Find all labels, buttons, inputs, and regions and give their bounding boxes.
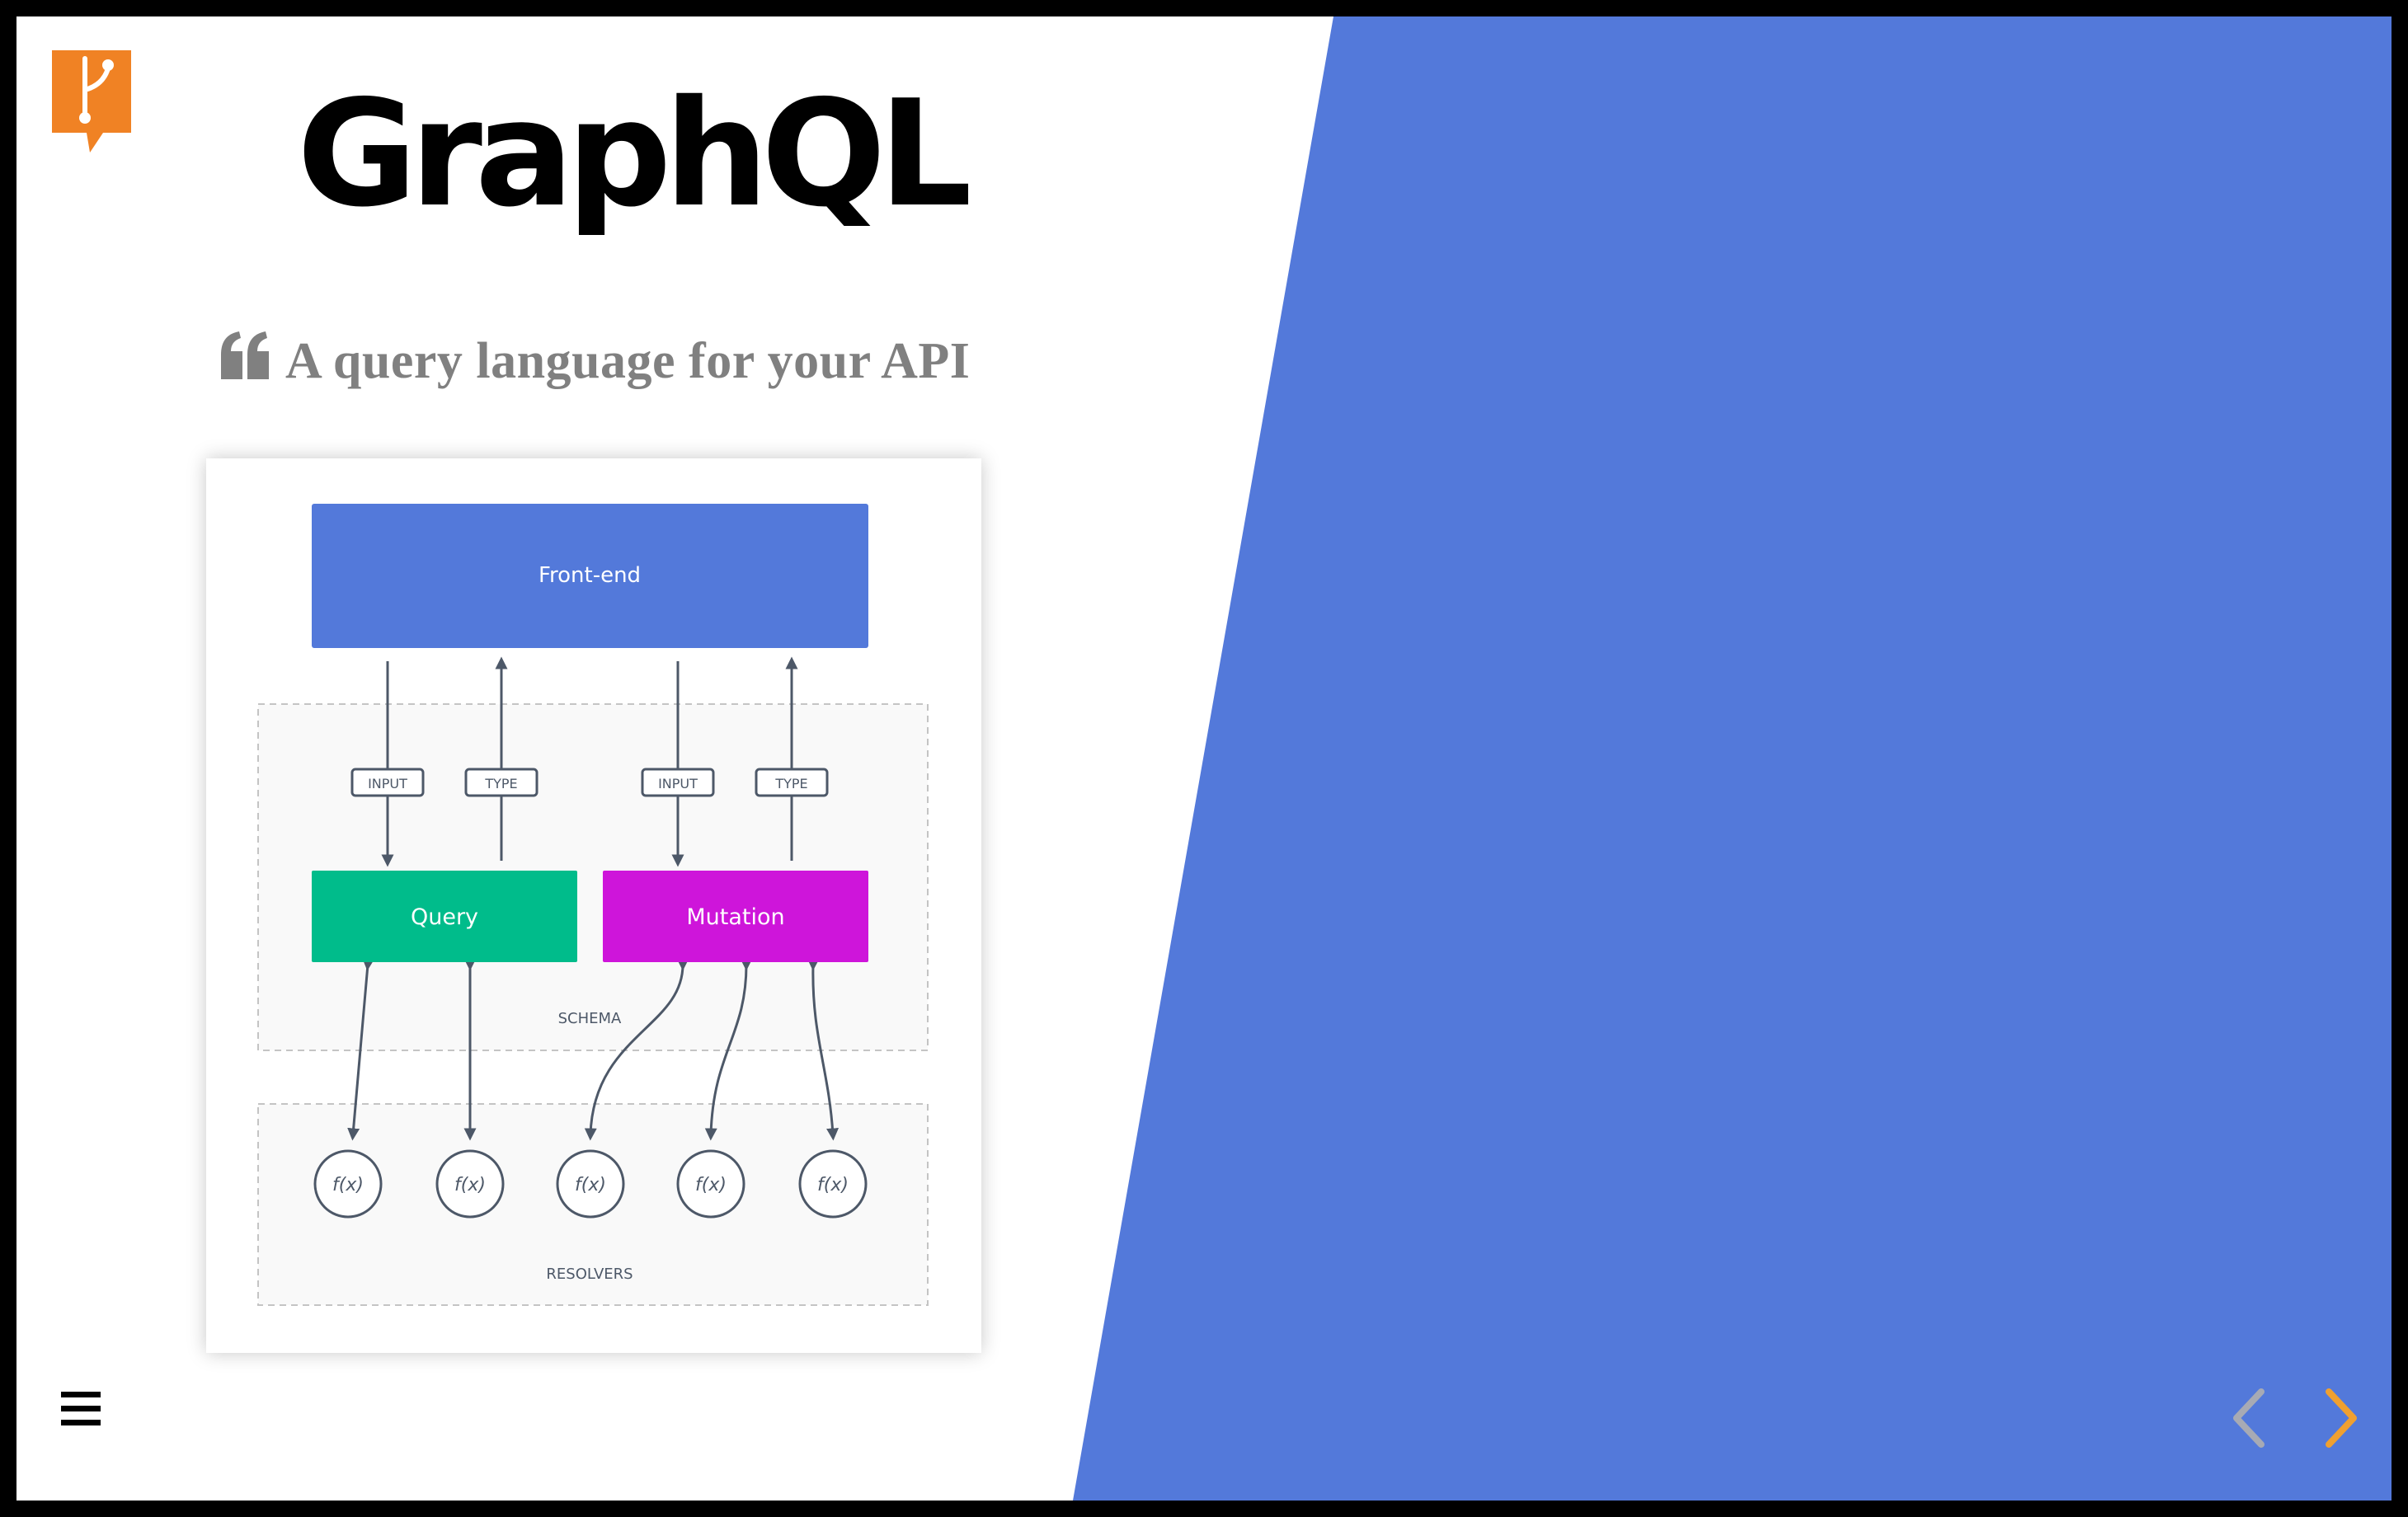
type-tag-1: TYPE xyxy=(484,776,517,791)
slide-title: GraphQL xyxy=(297,68,972,239)
resolver-node-5 xyxy=(798,1149,868,1219)
chevron-right-icon[interactable] xyxy=(2317,1385,2363,1451)
git-branch-logo-icon xyxy=(52,50,131,153)
frontend-label: Front-end xyxy=(539,563,641,588)
type-tag-2: TYPE xyxy=(774,776,807,791)
resolver-label-5: f(x) xyxy=(817,1175,849,1195)
schema-label: SCHEMA xyxy=(558,1010,622,1027)
graphql-diagram-card: Front-end INPUT TYPE INPUT xyxy=(206,458,981,1353)
mutation-box xyxy=(603,871,868,962)
resolver-node-1 xyxy=(313,1149,383,1219)
resolver-node-4 xyxy=(676,1149,745,1219)
io-tags: INPUT TYPE INPUT TYPE xyxy=(350,768,829,797)
resolver-label-3: f(x) xyxy=(575,1175,606,1195)
resolver-label-2: f(x) xyxy=(454,1175,486,1195)
input-tag-1: INPUT xyxy=(368,776,407,791)
chevron-left-icon[interactable] xyxy=(2227,1385,2273,1451)
quote-left-icon xyxy=(221,331,269,379)
query-box xyxy=(312,871,577,962)
frontend-box xyxy=(312,504,868,648)
resolver-label-4: f(x) xyxy=(695,1175,727,1195)
resolvers-label: RESOLVERS xyxy=(546,1266,633,1283)
subtitle-quote: A query language for your API xyxy=(219,320,1003,402)
slide: GraphQL A query language for your API Fr… xyxy=(16,16,2392,1501)
query-label: Query xyxy=(411,904,478,930)
hamburger-menu-icon[interactable] xyxy=(61,1392,101,1428)
mutation-label: Mutation xyxy=(686,904,784,930)
graphql-architecture-diagram: Front-end INPUT TYPE INPUT xyxy=(257,504,929,1306)
resolver-node-2 xyxy=(435,1149,505,1219)
resolver-node-3 xyxy=(556,1149,625,1219)
input-tag-2: INPUT xyxy=(658,776,698,791)
slide-subtitle: A query language for your API xyxy=(285,333,971,389)
blue-background-panel xyxy=(1073,16,2392,1501)
resolver-label-1: f(x) xyxy=(332,1175,364,1195)
